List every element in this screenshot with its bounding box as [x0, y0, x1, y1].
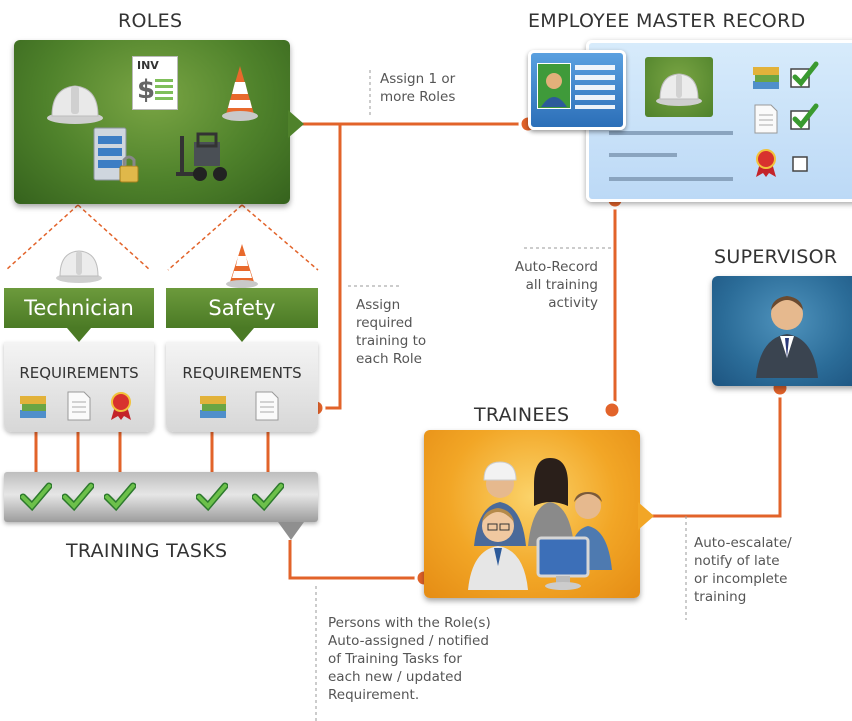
requirements-box-technician: REQUIREMENTS	[4, 342, 154, 432]
note-persons-with-role: Persons with the Role(s) Auto-assigned /…	[328, 615, 491, 703]
employee-master-title: EMPLOYEE MASTER RECORD	[528, 10, 806, 32]
record-line	[609, 177, 733, 181]
roles-panel: INV $	[14, 40, 304, 204]
record-line	[609, 131, 733, 135]
requirements-label: REQUIREMENTS	[182, 364, 302, 382]
employee-id-card	[528, 50, 626, 130]
banner-pointer	[230, 328, 254, 342]
note-auto-record: Auto-Record all training activity	[514, 259, 598, 311]
invoice-icon: INV $	[132, 56, 178, 110]
banner-pointer	[67, 328, 91, 342]
trainees-pointer	[638, 502, 654, 530]
card-text-lines	[575, 65, 615, 109]
trainees-to-supervisor-connector	[640, 388, 782, 518]
person-photo-icon	[537, 63, 571, 109]
supervisor-title: SUPERVISOR	[714, 246, 838, 268]
hard-hat-tile	[645, 57, 713, 117]
checkbox-checked-icon	[790, 103, 819, 130]
roles-title: ROLES	[118, 10, 183, 32]
role-label-safety: Safety	[166, 288, 318, 328]
award-ribbon-icon	[111, 392, 131, 420]
hard-hat-icon	[47, 85, 103, 124]
role-label-technician: Technician	[4, 288, 154, 328]
check-icon	[252, 482, 284, 512]
books-icon	[20, 396, 46, 418]
books-icon	[753, 67, 779, 89]
note-auto-escalate: Auto-escalate/ notify of late or incompl…	[694, 535, 792, 605]
requirements-box-safety: REQUIREMENTS	[166, 342, 318, 432]
document-icon	[255, 391, 279, 421]
check-icon	[196, 482, 228, 512]
note-assign-training: Assign required training to each Role	[356, 297, 427, 367]
role-safety: Safety REQUIREMENTS	[166, 242, 318, 432]
role-technician: Technician REQUIREMENTS	[4, 246, 154, 432]
tasks-pointer	[278, 522, 304, 540]
server-lock-icon	[93, 127, 139, 183]
roles-dashed-tech	[5, 204, 151, 271]
invoice-label: INV	[137, 59, 159, 72]
trainees-top-node	[602, 400, 622, 420]
award-ribbon-icon	[756, 149, 776, 177]
checkbox-empty-icon	[792, 156, 808, 172]
forklift-icon	[176, 132, 227, 181]
trainees-group-icon	[468, 458, 612, 590]
employee-master-panel	[586, 40, 852, 202]
document-icon	[754, 104, 778, 134]
requirements-label: REQUIREMENTS	[19, 364, 139, 382]
traffic-cone-icon	[226, 244, 258, 288]
check-icon	[62, 482, 94, 512]
tasks-to-trainees-connector	[288, 540, 424, 580]
hard-hat-icon	[656, 73, 702, 106]
roles-pointer	[288, 110, 304, 138]
checkbox-checked-icon	[790, 61, 819, 88]
trainees-panel	[424, 430, 654, 598]
training-tasks-bar	[4, 472, 318, 540]
assign-training-connector	[316, 124, 342, 410]
record-line	[609, 153, 677, 157]
books-icon	[200, 396, 226, 418]
supervisor-panel	[712, 276, 852, 386]
supervisor-person-icon	[756, 296, 818, 378]
check-icon	[104, 482, 136, 512]
roles-dashed-safety	[167, 204, 319, 271]
note-assign-roles: Assign 1 or more Roles	[380, 71, 456, 105]
traffic-cone-icon	[222, 66, 258, 121]
trainees-title: TRAINEES	[474, 404, 570, 426]
check-icon	[20, 482, 52, 512]
training-tasks-title: TRAINING TASKS	[66, 540, 228, 562]
document-icon	[67, 391, 91, 421]
hard-hat-icon	[56, 250, 102, 283]
